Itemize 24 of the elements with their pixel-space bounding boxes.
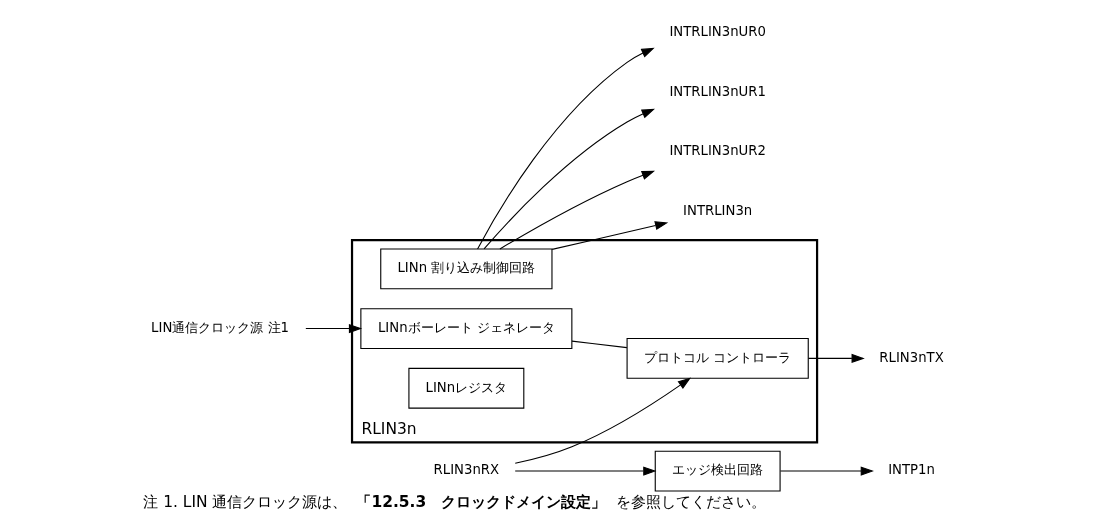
node-box: エッジ検出回路: [654, 450, 781, 492]
arrow: [483, 108, 655, 250]
arrow: [499, 170, 655, 250]
arrow: [807, 353, 865, 364]
arrow: [514, 466, 657, 476]
node-box: LINnボーレート ジェネレータ: [360, 308, 573, 349]
node-text: INTRLIN3nUR0: [669, 23, 766, 39]
arrow: [305, 323, 363, 334]
node-text: LIN通信クロック源 注1: [151, 319, 289, 335]
node-text: RLIN3nTX: [879, 349, 944, 365]
arrow: [477, 47, 655, 250]
arrow: [514, 377, 692, 464]
node-text: RLIN3nRX: [433, 462, 500, 478]
node-text: INTRLIN3nUR1: [669, 83, 766, 99]
node-box: LINnレジスタ: [408, 367, 525, 409]
caption: 注 1. LIN 通信クロック源は、「12.5.3 クロックドメイン設定」を参照してください。: [143, 492, 767, 511]
connector: [571, 340, 628, 349]
node-text: INTRLIN3n: [683, 202, 753, 218]
arrow: [779, 466, 874, 476]
node-box: LINn 割り込み制御回路: [380, 248, 553, 290]
node-text: INTP1n: [888, 462, 935, 478]
node-text: INTRLIN3nUR2: [669, 143, 766, 159]
node-box: プロトコル コントローラ: [626, 337, 809, 379]
arrow: [551, 221, 669, 250]
